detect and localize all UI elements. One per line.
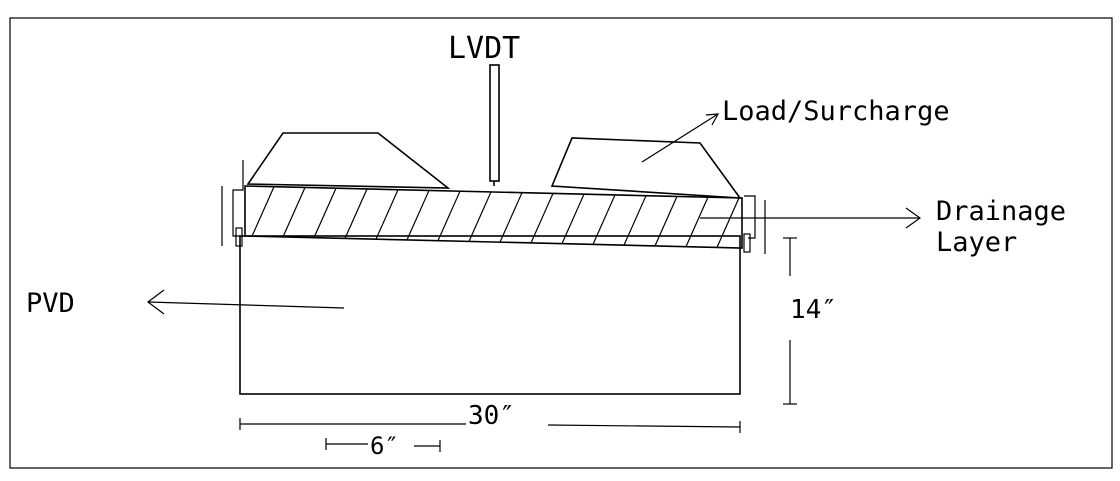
hatch-line <box>530 193 554 244</box>
load-surcharge-arrow <box>641 113 720 163</box>
left-guide <box>221 160 244 247</box>
hatch-line <box>623 195 647 246</box>
load-block-left <box>246 132 451 189</box>
hatch-line <box>685 196 709 247</box>
hatch-line <box>468 191 492 242</box>
drainage-label-line2: Layer <box>936 227 1017 258</box>
hatch-line <box>344 188 368 239</box>
hatch-line <box>592 194 616 245</box>
hatch-line <box>251 186 275 237</box>
pvd-arrow <box>147 289 345 315</box>
hatch-line <box>282 187 306 238</box>
soil-sample-box <box>239 235 741 395</box>
drainage-layer <box>244 185 743 249</box>
hatch-line <box>561 193 585 244</box>
hatch-line <box>406 190 430 241</box>
hatch-line <box>375 189 399 240</box>
drainage-arrow <box>700 207 922 229</box>
width-dimension-line <box>239 418 741 433</box>
hatch-line <box>716 197 740 248</box>
outer-frame <box>9 17 1113 469</box>
hatch-line <box>654 196 678 247</box>
right-guide <box>743 195 766 254</box>
height-dimension-label: 14″ <box>790 295 837 325</box>
pvd-label: PVD <box>26 288 75 319</box>
hatch-line <box>499 192 523 243</box>
drainage-label-line1: Drainage <box>936 196 1066 227</box>
lvdt-sensor <box>489 64 500 186</box>
hatch-line <box>437 190 461 241</box>
height-dimension-line <box>783 237 797 405</box>
lvdt-label: LVDT <box>448 31 520 66</box>
spacing-dimension-line <box>325 438 441 452</box>
width-dimension-label: 30″ <box>468 401 515 431</box>
hatch-line <box>313 187 337 238</box>
load-surcharge-label: Load/Surcharge <box>722 96 950 127</box>
spacing-dimension-label: 6″ <box>370 432 399 460</box>
load-block-right <box>550 137 742 199</box>
